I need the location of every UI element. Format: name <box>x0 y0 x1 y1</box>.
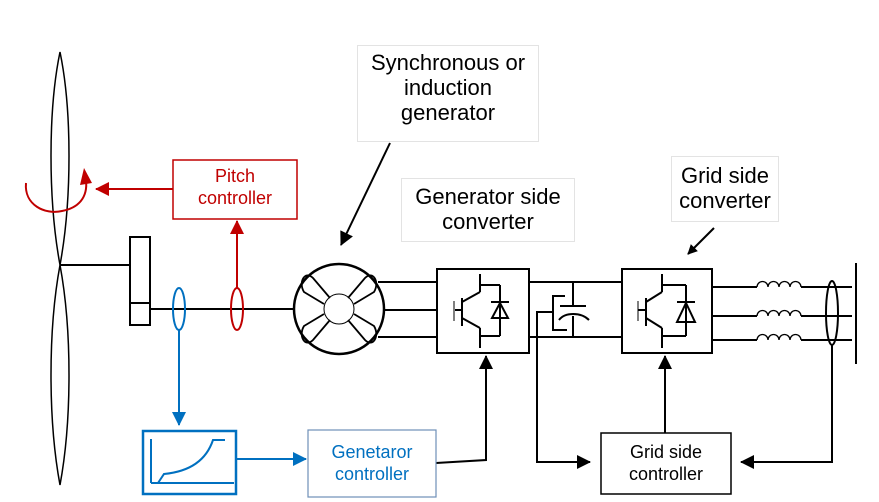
generator-controller-label: Genetaror controller <box>308 441 436 485</box>
grid-feedback-line <box>740 345 833 469</box>
generator-type-label: Synchronous or induction generator <box>357 45 539 142</box>
grid-side-controller-box <box>600 432 732 495</box>
gen-conv-line-2: converter <box>442 209 534 234</box>
grid-conv-line-2: converter <box>679 188 771 213</box>
generator-type-line-3: generator <box>400 100 496 125</box>
grid-side-converter-label: Grid side converter <box>671 156 779 222</box>
grid-conv-line-1: Grid side <box>680 163 770 188</box>
generator-controller-box <box>307 429 437 498</box>
gearbox <box>129 236 151 326</box>
generator-control-line <box>435 355 493 464</box>
generator-callout-arrow <box>340 142 391 246</box>
gen-ctrl-line-2: controller <box>334 464 410 484</box>
grid-current-sensor <box>825 280 839 346</box>
generator-icon <box>292 262 386 356</box>
grid-side-controller-label: Grid side controller <box>601 441 731 485</box>
grid-converter-callout-arrow <box>687 227 715 255</box>
generator-type-line-2: induction <box>403 75 493 100</box>
generator-side-converter <box>436 268 530 354</box>
gen-conv-line-1: Generator side <box>415 184 561 209</box>
pitch-controller-label: Pitch controller <box>173 165 297 209</box>
generator-side-converter-label: Generator side converter <box>401 178 575 242</box>
turbine-rotor <box>50 51 70 486</box>
grid-ctrl-line-2: controller <box>628 464 704 484</box>
upper-blade <box>50 51 70 266</box>
dc-link <box>529 281 622 469</box>
pitch-rotation-icon <box>24 168 92 213</box>
mppt-curve-icon <box>141 429 238 496</box>
lower-blade <box>50 264 70 486</box>
pitch-line-1: Pitch <box>214 166 256 186</box>
gen-ctrl-line-1: Genetaror <box>331 442 413 462</box>
grid-side-converter <box>621 268 713 354</box>
pitch-line-2: controller <box>197 188 273 208</box>
grid-filter-inductors <box>712 280 852 341</box>
grid-ctrl-line-1: Grid side <box>629 442 703 462</box>
generator-output-lines <box>378 281 437 338</box>
generator-type-line-1: Synchronous or <box>370 50 526 75</box>
